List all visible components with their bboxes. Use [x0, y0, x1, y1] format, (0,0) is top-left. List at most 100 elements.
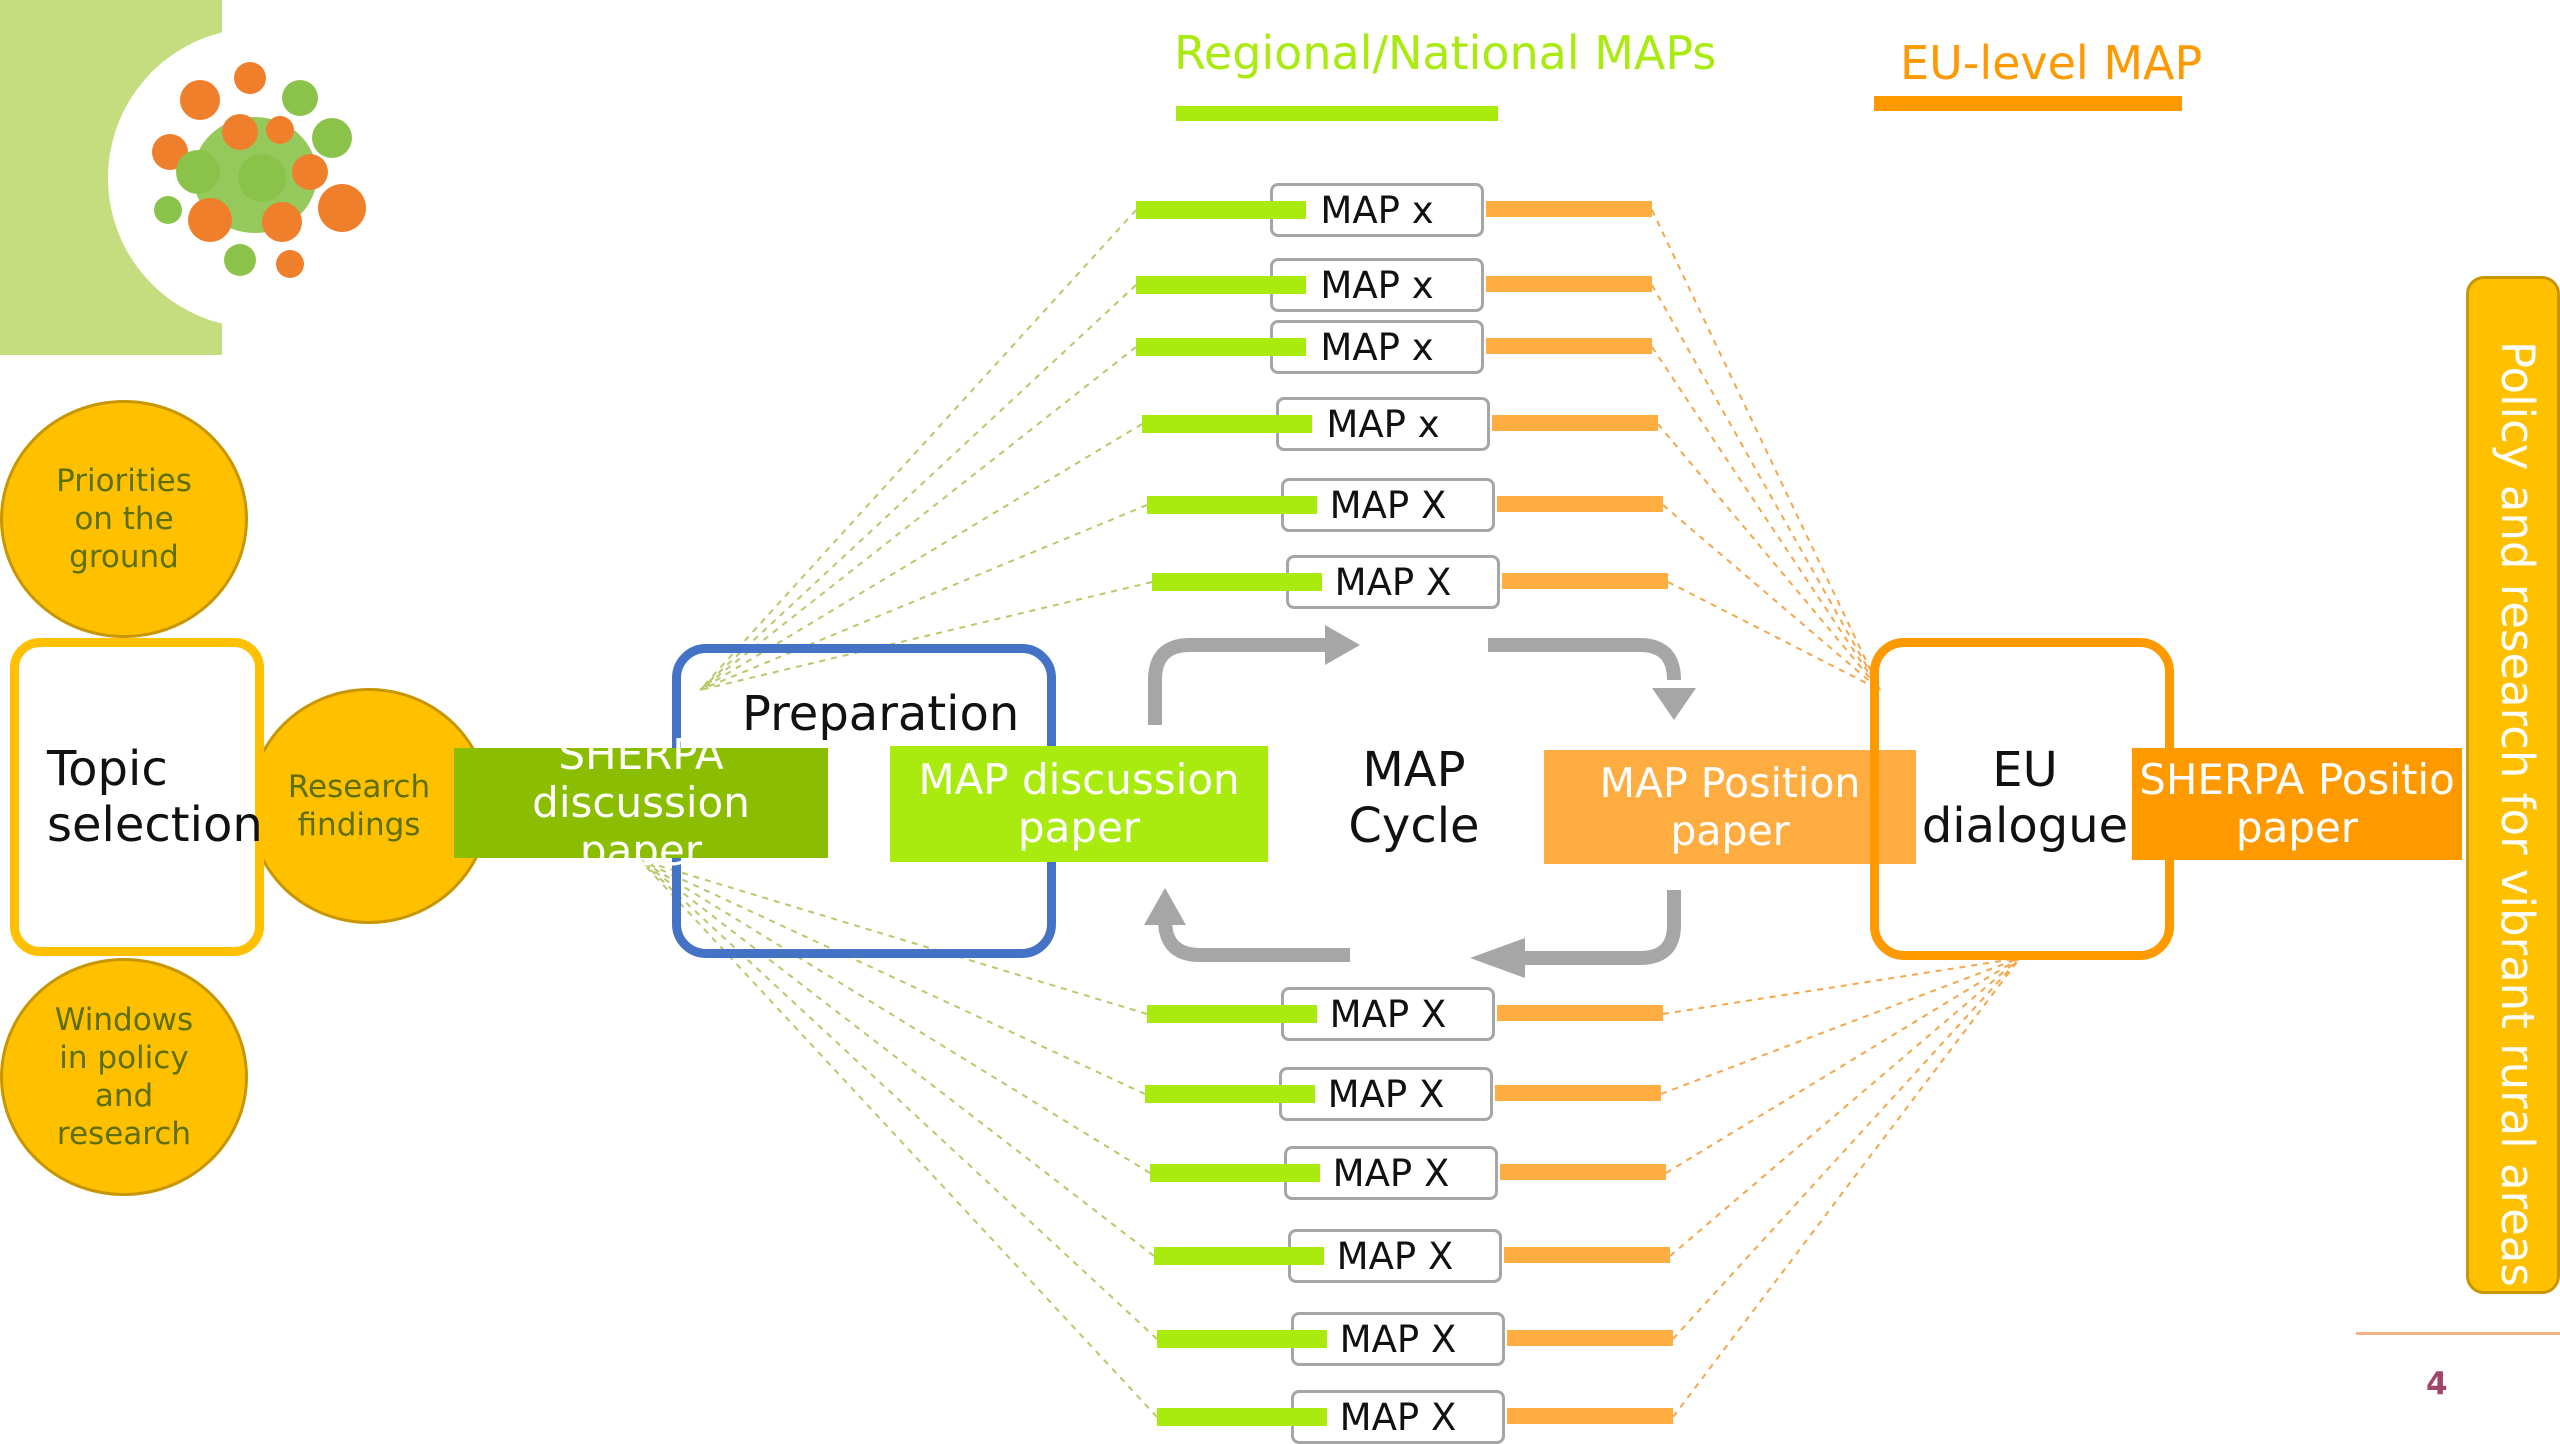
windows-line: and — [94, 1078, 154, 1114]
vertical-banner: Policy and research for vibrant rural ar… — [2466, 276, 2560, 1294]
arrow-head-4 — [1144, 888, 1186, 925]
regional-bar — [1157, 1330, 1327, 1348]
arrow-head-3 — [1470, 938, 1525, 978]
regional-connector — [639, 859, 1146, 1095]
map-position-paper: MAP Position paper — [1544, 750, 1916, 864]
sherpa-discussion-line: paper — [579, 826, 703, 875]
priorities-line: on the — [74, 501, 174, 537]
eu-bar — [1486, 201, 1652, 217]
eu-connector — [1662, 957, 2021, 1015]
eu-connector — [1651, 209, 1881, 691]
topic-line: Topic — [47, 741, 168, 797]
eu-bar — [1486, 276, 1652, 292]
eu-connector — [1651, 284, 1881, 691]
arrow-head-2 — [1652, 688, 1696, 720]
regional-connector — [699, 581, 1153, 691]
eu-connector — [1672, 957, 2021, 1418]
eu-bar — [1504, 1247, 1670, 1263]
topic-line: selection — [47, 797, 263, 853]
regional-connector — [639, 859, 1155, 1257]
map-box-bottom-5: MAP X — [1291, 1312, 1505, 1366]
eu-bar — [1497, 496, 1663, 512]
regional-connector — [639, 859, 1148, 1015]
map-cycle-line: Cycle — [1348, 798, 1480, 854]
regional-bar — [1147, 1005, 1317, 1023]
regional-connector — [699, 284, 1137, 691]
priorities-line: ground — [69, 539, 179, 575]
sherpa-position-paper: SHERPA Positio paper — [2132, 748, 2462, 860]
eu-dialogue-label: EU dialogue — [1920, 742, 2130, 854]
priorities-line: Priorities — [56, 463, 192, 499]
regional-bar — [1157, 1408, 1327, 1426]
regional-bar — [1147, 496, 1317, 514]
topic-selection-box: Topic selection — [10, 638, 264, 956]
sherpa-position-line: paper — [2235, 803, 2359, 852]
eu-connector — [1667, 581, 1881, 691]
regional-bar — [1136, 276, 1306, 294]
windows-line: in policy — [59, 1040, 189, 1076]
arrow-head-1 — [1325, 625, 1360, 665]
eu-map-label: EU-level MAP — [1900, 36, 2203, 90]
map-discussion-line: MAP discussion — [918, 755, 1240, 804]
regional-bar — [1150, 1164, 1320, 1182]
page-divider — [2356, 1332, 2560, 1335]
map-cycle-label: MAP Cycle — [1340, 742, 1488, 854]
page-number: 4 — [2426, 1366, 2448, 1402]
eu-bar — [1495, 1085, 1661, 1101]
windows-line: Windows — [54, 1002, 194, 1038]
sherpa-discussion-paper: SHERPA discussion paper — [454, 731, 828, 875]
priorities-circle: Priorities on the ground — [0, 400, 248, 638]
eu-connector — [1657, 423, 1881, 691]
research-line: findings — [297, 807, 421, 843]
map-box-top-2: MAP x — [1270, 258, 1484, 312]
regional-bar — [1154, 1247, 1324, 1265]
sherpa-discussion-line: SHERPA discussion — [532, 730, 750, 827]
eu-legend-bar — [1874, 96, 2182, 111]
eu-connector — [1665, 957, 2021, 1174]
eu-connector — [1660, 957, 2021, 1095]
preparation-label: Preparation — [742, 686, 1020, 742]
map-box-top-3: MAP x — [1270, 320, 1484, 374]
map-box-top-6: MAP X — [1286, 555, 1500, 609]
regional-bar — [1152, 573, 1322, 591]
map-discussion-line: paper — [1017, 803, 1141, 852]
regional-bar — [1145, 1085, 1315, 1103]
eu-bar — [1497, 1005, 1663, 1021]
eu-dialogue-line: EU — [1992, 742, 2058, 798]
cycle-arrows — [1148, 638, 1681, 965]
eu-bar — [1507, 1408, 1673, 1424]
eu-bar — [1500, 1164, 1666, 1180]
regional-legend-bar — [1176, 106, 1498, 121]
regional-maps-label: Regional/National MAPs — [1174, 26, 1717, 80]
regional-connector — [699, 423, 1143, 691]
eu-bar — [1486, 338, 1652, 354]
map-cycle-line: MAP — [1362, 742, 1466, 798]
regional-connector — [639, 859, 1158, 1340]
map-discussion-paper: MAP discussion paper — [890, 746, 1268, 862]
eu-connector — [1651, 346, 1881, 691]
windows-line: research — [56, 1116, 192, 1152]
sherpa-logo-icon — [152, 62, 366, 278]
eu-dialogue-line: dialogue — [1921, 798, 2129, 854]
sherpa-position-line: SHERPA Positio — [2139, 755, 2455, 804]
eu-connector — [1662, 504, 1881, 691]
map-box-bottom-3: MAP X — [1284, 1146, 1498, 1200]
regional-bar — [1136, 338, 1306, 356]
regional-connector — [699, 504, 1148, 691]
regional-connector — [699, 346, 1137, 691]
regional-connector — [639, 859, 1151, 1174]
vertical-banner-text: Policy and research for vibrant rural ar… — [2491, 341, 2544, 1287]
windows-circle: Windows in policy and research — [0, 958, 248, 1196]
regional-bar — [1142, 415, 1312, 433]
regional-bar — [1136, 201, 1306, 219]
map-position-label: MAP Position paper — [1599, 759, 1861, 855]
eu-connector — [1669, 957, 2021, 1257]
eu-connector — [1672, 957, 2021, 1340]
research-line: Research — [287, 769, 431, 805]
regional-connector — [699, 209, 1137, 691]
eu-bar — [1507, 1330, 1673, 1346]
eu-bar — [1492, 415, 1658, 431]
eu-bar — [1502, 573, 1668, 589]
map-box-bottom-2: MAP X — [1279, 1067, 1493, 1121]
